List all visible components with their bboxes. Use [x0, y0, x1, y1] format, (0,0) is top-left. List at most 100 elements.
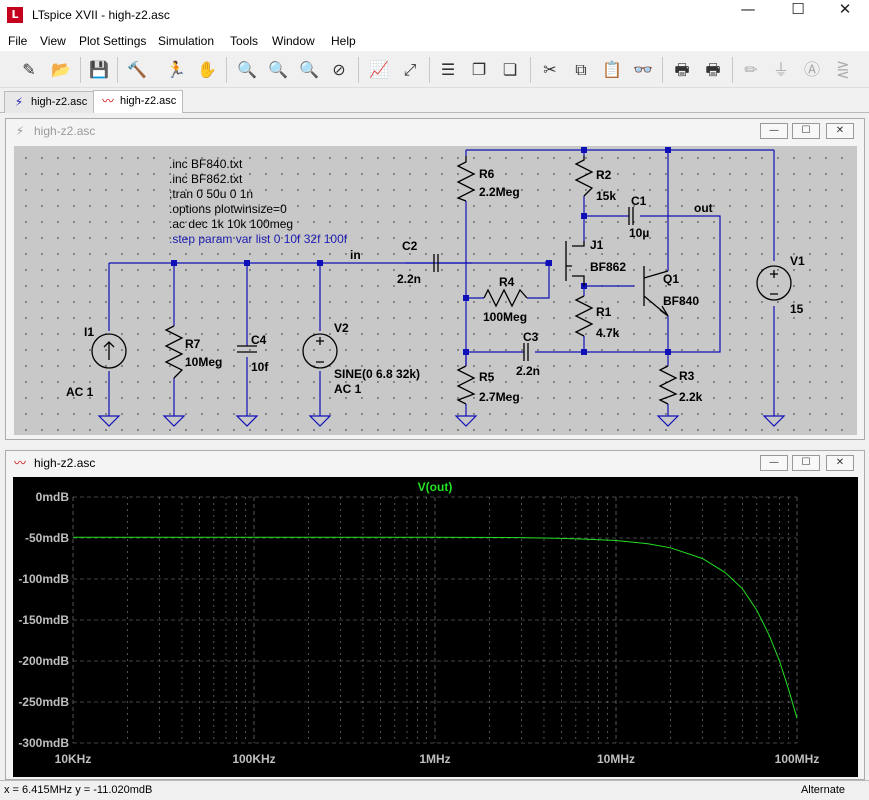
label-r5-value[interactable]: 2.7Meg — [479, 390, 520, 404]
menu-tools[interactable]: Tools — [230, 34, 259, 48]
label-v2-ac[interactable]: AC 1 — [334, 382, 362, 396]
label-r1[interactable]: R1 — [596, 305, 612, 319]
new-schematic-icon[interactable]: ✎ — [22, 60, 36, 79]
label-j1[interactable]: J1 — [590, 238, 604, 252]
label-c4[interactable]: C4 — [251, 333, 267, 347]
label-r6[interactable]: R6 — [479, 167, 495, 181]
directive-options[interactable]: .options plotwinsize=0 — [169, 202, 287, 216]
save-icon[interactable]: 💾 — [89, 60, 109, 79]
label-r3[interactable]: R3 — [679, 369, 695, 383]
label-c2-value[interactable]: 2.2n — [397, 272, 421, 286]
waveform-close-button[interactable]: ✕ — [826, 455, 854, 471]
resistor-icon[interactable]: ⋛ — [836, 60, 850, 79]
label-r5[interactable]: R5 — [479, 370, 495, 384]
schematic-window: ⚡ high-z2.asc — ☐ ✕ — [5, 118, 865, 440]
menu-view[interactable]: View — [40, 34, 66, 48]
directive-step[interactable]: .step param var list 0 10f 32f 100f — [169, 232, 348, 246]
x-tick-label: 10KHz — [55, 752, 92, 766]
net-label-out[interactable]: out — [694, 201, 713, 215]
waveform-tab-icon: 〰 — [101, 94, 114, 108]
window-title: LTspice XVII - high-z2.asc — [32, 8, 170, 22]
label-j1-value[interactable]: BF862 — [590, 260, 626, 274]
label-c2[interactable]: C2 — [402, 239, 418, 253]
zoom-cancel-icon[interactable]: ⊘ — [332, 60, 346, 79]
autorange-icon[interactable]: 📈 — [369, 60, 389, 79]
copy-icon[interactable]: ⧉ — [575, 60, 587, 79]
waveform-restore-button[interactable]: ☐ — [792, 455, 820, 471]
maximize-button[interactable]: ☐ — [791, 0, 805, 18]
schematic-minimize-button[interactable]: — — [760, 123, 788, 139]
close-button[interactable]: ✕ — [838, 0, 852, 18]
paste-icon[interactable]: 📋 — [602, 60, 622, 79]
menu-help[interactable]: Help — [331, 34, 356, 48]
trace-label-v-out[interactable]: V(out) — [418, 480, 453, 494]
ground-icon[interactable]: ⏚ — [772, 60, 789, 79]
label-r2[interactable]: R2 — [596, 168, 612, 182]
tab-waveform[interactable]: 〰 high-z2.asc — [93, 90, 184, 113]
label-c3-value[interactable]: 2.2n — [516, 364, 540, 378]
trace-v-out[interactable] — [73, 536, 798, 719]
menu-file[interactable]: File — [8, 34, 28, 48]
label-q1-value[interactable]: BF840 — [663, 294, 699, 308]
print-setup-icon[interactable]: 🖶 — [705, 60, 721, 79]
find-binoculars-icon[interactable]: 👓 — [633, 60, 653, 79]
label-r4-value[interactable]: 100Meg — [483, 310, 527, 324]
label-v2[interactable]: V2 — [334, 321, 349, 335]
label-net-icon[interactable]: Ⓐ — [803, 60, 820, 79]
label-q1[interactable]: Q1 — [663, 272, 679, 286]
zoom-in-icon[interactable]: 🔍 — [237, 60, 257, 79]
waveform-chart[interactable]: 0mdB-50mdB-100mdB-150mdB-200mdB-250mdB-3… — [13, 477, 858, 777]
label-i1[interactable]: I1 — [84, 325, 94, 339]
control-panel-hammer-icon[interactable]: 🔨 — [127, 60, 147, 79]
label-r7-value[interactable]: 10Meg — [185, 355, 222, 369]
draw-wire-icon[interactable]: ✏ — [744, 60, 758, 79]
tile-horizontal-icon[interactable]: ☰ — [440, 60, 456, 79]
menu-bar: File View Plot Settings Simulation Tools… — [0, 31, 869, 51]
label-r7[interactable]: R7 — [185, 337, 201, 351]
open-folder-icon[interactable]: 📂 — [51, 60, 71, 79]
label-c1-value[interactable]: 10µ — [629, 226, 649, 240]
label-r2-value[interactable]: 15k — [596, 189, 616, 203]
label-r3-value[interactable]: 2.2k — [679, 390, 703, 404]
directive-ac[interactable]: .ac dec 1k 10k 100meg — [169, 217, 293, 231]
directive-inc-bf862[interactable]: .inc BF862.txt — [169, 172, 243, 186]
label-v1-value[interactable]: 15 — [790, 302, 804, 316]
schematic-window-titlebar[interactable]: ⚡ high-z2.asc — ☐ ✕ — [6, 119, 864, 143]
directive-inc-bf840[interactable]: .inc BF840.txt — [169, 157, 243, 171]
y-tick-label: -150mdB — [18, 613, 69, 627]
ltspice-app-icon: L — [7, 7, 23, 23]
label-v1[interactable]: V1 — [790, 254, 805, 268]
net-label-in[interactable]: in — [350, 248, 361, 262]
label-i1-value[interactable]: AC 1 — [66, 385, 94, 399]
cascade-icon[interactable]: ❐ — [471, 60, 487, 79]
label-r1-value[interactable]: 4.7k — [596, 326, 620, 340]
halt-hand-icon[interactable]: ✋ — [197, 60, 217, 79]
schematic-restore-button[interactable]: ☐ — [792, 123, 820, 139]
label-r6-value[interactable]: 2.2Meg — [479, 185, 520, 199]
menu-simulation[interactable]: Simulation — [158, 34, 215, 48]
label-r4[interactable]: R4 — [499, 275, 515, 289]
label-c3[interactable]: C3 — [523, 330, 539, 344]
waveform-minimize-button[interactable]: — — [760, 455, 788, 471]
run-icon[interactable]: 🏃 — [166, 60, 186, 79]
ground-symbols — [97, 415, 786, 427]
label-v2-value[interactable]: SINE(0 6.8 32k) — [334, 367, 420, 381]
waveform-plot-area[interactable]: 0mdB-50mdB-100mdB-150mdB-200mdB-250mdB-3… — [13, 477, 858, 777]
tile-vertical-icon[interactable]: ❏ — [502, 60, 518, 79]
tab-schematic[interactable]: ⚡ high-z2.asc — [4, 91, 95, 113]
minimize-button[interactable]: — — [740, 0, 756, 18]
cut-scissors-icon[interactable]: ✂ — [543, 60, 557, 79]
waveform-window-titlebar[interactable]: 〰 high-z2.asc — ☐ ✕ — [6, 451, 864, 475]
wires — [108, 149, 775, 416]
zoom-pan-icon[interactable]: 🔍 — [268, 60, 288, 79]
fit-plot-icon[interactable]: ⤢ — [403, 60, 417, 79]
directive-tran-comment[interactable]: ;tran 0 50u 0 1n — [169, 187, 253, 201]
zoom-out-icon[interactable]: 🔍 — [299, 60, 319, 79]
label-c1[interactable]: C1 — [631, 194, 647, 208]
menu-window[interactable]: Window — [272, 34, 315, 48]
menu-plot-settings[interactable]: Plot Settings — [79, 34, 147, 48]
schematic-close-button[interactable]: ✕ — [826, 123, 854, 139]
label-c4-value[interactable]: 10f — [251, 360, 269, 374]
schematic-canvas[interactable]: .inc BF840.txt .inc BF862.txt ;tran 0 50… — [14, 146, 857, 435]
print-icon[interactable]: 🖶 — [674, 60, 690, 79]
